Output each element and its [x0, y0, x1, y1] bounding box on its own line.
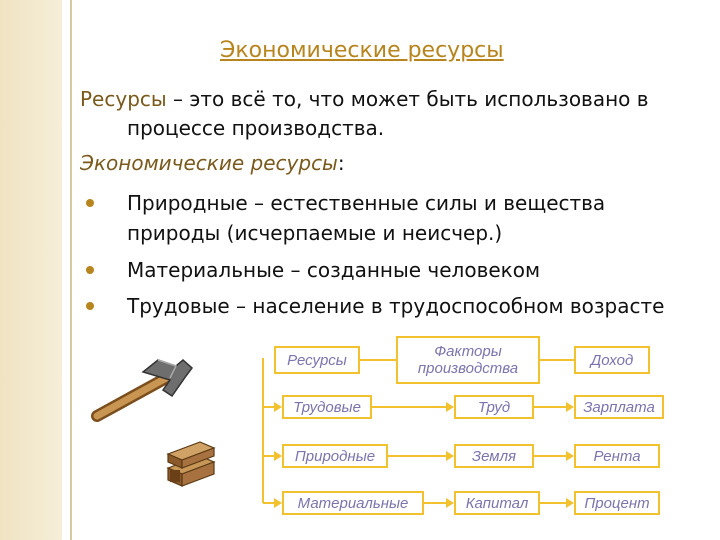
box-income-wage: Зарплата: [574, 395, 664, 419]
box-income-rent: Рента: [574, 444, 660, 468]
definition-text: – это всё то, что может быть использован…: [166, 87, 649, 111]
bullet-marker: [86, 302, 94, 310]
diagram-arrowheads: [274, 402, 574, 508]
definition-line1: Ресурсы – это всё то, что может быть исп…: [80, 86, 649, 112]
bullet-1-line1: Природные – естественные силы и вещества: [127, 191, 606, 215]
bullet-marker: [86, 266, 94, 274]
lumber-icon: [166, 441, 216, 487]
left-decorative-band: [0, 0, 62, 540]
box-resource-material: Материальные: [282, 491, 424, 515]
bullet-2-line1: Материальные – созданные человеком: [127, 258, 541, 282]
box-factors-line1: Факторы: [434, 343, 502, 360]
bullet-3-line1: Трудовые – население в трудоспособном во…: [127, 294, 665, 318]
bullet-marker: [86, 199, 94, 207]
left-decorative-rule: [70, 0, 72, 540]
page-title: Экономические ресурсы: [220, 38, 504, 63]
hammer-icon: [91, 359, 194, 422]
diagram-connectors: [262, 358, 574, 504]
econ-heading-term: Экономические ресурсы: [80, 151, 338, 175]
box-factor-labor: Труд: [454, 395, 534, 419]
box-resources: Ресурсы: [274, 346, 360, 374]
box-resource-labor: Трудовые: [282, 395, 372, 419]
definition-term: Ресурсы: [80, 87, 167, 111]
econ-heading: Экономические ресурсы:: [80, 150, 345, 176]
econ-heading-colon: :: [337, 151, 345, 175]
definition-line2: процессе производства.: [127, 116, 385, 140]
box-factors-line2: производства: [417, 360, 519, 377]
box-factors: Факторы производства: [396, 336, 540, 384]
bullet-1-line2: природы (исчерпаемые и неисчер.): [127, 221, 503, 245]
box-factor-land: Земля: [454, 444, 534, 468]
box-income-interest: Процент: [574, 491, 660, 515]
box-income: Доход: [574, 346, 650, 374]
box-factor-capital: Капитал: [454, 491, 540, 515]
box-resource-natural: Природные: [282, 444, 388, 468]
